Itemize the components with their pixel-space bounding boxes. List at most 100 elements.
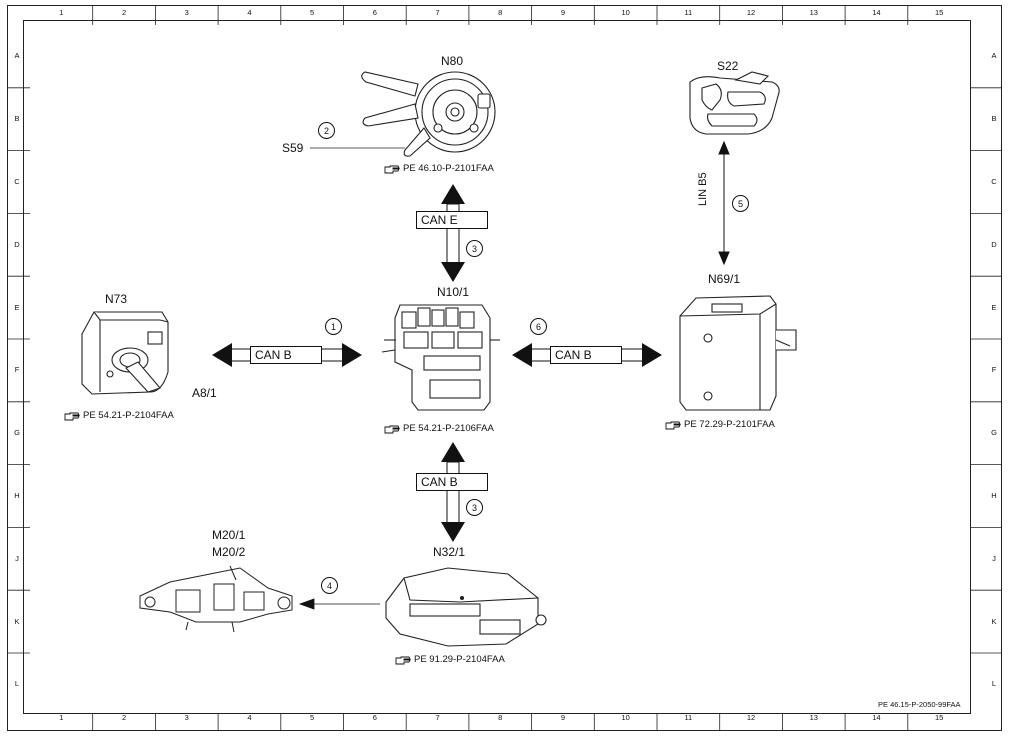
grid-column-label-bottom: 9: [560, 713, 566, 722]
drawing-frame: [7, 5, 1002, 731]
n69-1-label: N69/1: [708, 272, 741, 286]
n80-reference: PE 46.10-P-2101FAA: [384, 163, 494, 175]
pointing-hand-icon: [384, 425, 400, 433]
grid-column-label-bottom: 15: [934, 713, 944, 722]
grid-column-label-top: 13: [809, 8, 818, 17]
grid-column-label-bottom: 12: [746, 713, 756, 722]
grid-column-label-top: 7: [435, 8, 440, 17]
s22-label: S22: [717, 59, 739, 73]
n80-label: N80: [441, 54, 464, 68]
n80-steering-column-module: [361, 71, 496, 157]
pointing-hand-icon: [384, 165, 400, 173]
lin-b5-label: LIN B5: [697, 172, 709, 206]
grid-column-label-bottom: 1: [59, 713, 64, 722]
grid-column-label-bottom: 3: [184, 713, 189, 722]
n80-reference-text: PE 46.10-P-2101FAA: [403, 163, 494, 174]
grid-row-label-left: J: [15, 553, 19, 563]
n73-reference-text: PE 54.21-P-2104FAA: [83, 410, 174, 421]
grid-column-label-bottom: 4: [247, 713, 252, 722]
grid-column-label-bottom: 14: [872, 713, 881, 722]
grid-row-label-left: K: [14, 616, 20, 626]
n10-1-reference-text: PE 54.21-P-2106FAA: [403, 423, 494, 434]
can-b-bottom-label: CAN B: [416, 473, 488, 491]
grid-column-label-top: 1: [59, 8, 64, 17]
can-e-label: CAN E: [416, 211, 488, 229]
pointing-hand-icon: [64, 412, 80, 420]
n10-1-label: N10/1: [437, 285, 470, 299]
grid-column-label-top: 12: [746, 8, 756, 17]
grid-column-label-top: 8: [498, 8, 503, 17]
grid-row-label-right: E: [991, 302, 997, 312]
n32-1-reference-text: PE 91.29-P-2104FAA: [414, 654, 505, 665]
n32-1-reference: PE 91.29-P-2104FAA: [395, 654, 505, 666]
grid-row-label-left: B: [14, 114, 20, 124]
callout-3-bottom: 3: [466, 499, 483, 516]
grid-column-label-bottom: 13: [809, 713, 818, 722]
n32-1-label: N32/1: [433, 545, 466, 559]
grid-row-label-left: C: [14, 177, 20, 186]
grid-row-label-right: K: [991, 616, 997, 626]
grid-row-label-right: C: [991, 177, 997, 186]
n10-1-reference: PE 54.21-P-2106FAA: [384, 423, 494, 435]
n10-1-control-unit: [381, 304, 500, 411]
grid-column-label-bottom: 8: [498, 713, 503, 722]
n73-label: N73: [105, 292, 128, 306]
grid-row-label-left: F: [14, 365, 20, 375]
grid-row-label-left: G: [14, 428, 20, 438]
n32-to-m20-link: [298, 598, 380, 610]
drawing-area: [23, 20, 971, 714]
grid-column-label-bottom: 2: [121, 713, 127, 722]
grid-column-label-bottom: 5: [310, 713, 315, 722]
pointing-hand-icon: [395, 656, 411, 664]
n69-1-reference-text: PE 72.29-P-2101FAA: [684, 419, 775, 430]
grid-column-label-top: 5: [310, 8, 315, 17]
grid-column-label-top: 14: [872, 8, 881, 17]
grid-column-label-bottom: 10: [621, 713, 630, 722]
n69-1-control-unit: [679, 295, 797, 411]
can-e-link: [441, 184, 465, 282]
s22-seat-switch: [689, 71, 780, 135]
can-b-bottom-link: [441, 442, 465, 542]
grid-column-label-top: 6: [372, 8, 377, 17]
grid-column-label-top: 2: [121, 8, 127, 17]
callout-3-top: 3: [466, 240, 483, 257]
m20-1-label: M20/1: [212, 528, 246, 542]
m20-2-label: M20/2: [212, 545, 246, 559]
grid-column-label-bottom: 11: [684, 713, 693, 722]
grid-row-label-right: G: [991, 428, 997, 438]
grid-row-label-left: D: [14, 239, 20, 249]
grid-row-label-right: B: [991, 114, 997, 124]
grid-row-label-right: J: [992, 553, 996, 563]
grid-column-label-top: 15: [934, 8, 944, 17]
lin-b5-link: [718, 140, 730, 266]
can-b-left-label: CAN B: [250, 346, 322, 364]
grid-row-label-right: D: [991, 239, 997, 249]
n32-1-control-unit: [385, 567, 547, 647]
m20-motor-assembly: [139, 565, 293, 633]
can-b-right-label: CAN B: [550, 346, 622, 364]
callout-4: 4: [321, 577, 338, 594]
callout-5: 5: [732, 195, 749, 212]
grid-column-label-bottom: 7: [435, 713, 440, 722]
grid-row-label-left: E: [14, 302, 20, 312]
grid-column-label-top: 10: [621, 8, 630, 17]
grid-column-label-top: 3: [184, 8, 189, 17]
n69-1-reference: PE 72.29-P-2101FAA: [665, 419, 775, 431]
a8-1-label: A8/1: [192, 386, 217, 400]
grid-row-label-right: L: [991, 679, 997, 689]
grid-row-label-right: A: [991, 51, 997, 61]
document-id: PE 46.15-P-2050-99FAA: [878, 700, 961, 709]
grid-row-label-left: H: [14, 491, 20, 500]
s59-label: S59: [282, 141, 304, 155]
grid-column-label-top: 9: [560, 8, 566, 17]
callout-6: 6: [530, 318, 547, 335]
n73-ignition-switch: [81, 311, 169, 395]
grid-row-label-right: F: [991, 365, 997, 375]
pointing-hand-icon: [665, 421, 681, 429]
grid-column-label-top: 4: [247, 8, 252, 17]
grid-column-label-bottom: 6: [372, 713, 377, 722]
grid-row-label-right: H: [991, 491, 997, 500]
callout-1: 1: [325, 318, 342, 335]
grid-row-label-left: A: [14, 51, 20, 61]
